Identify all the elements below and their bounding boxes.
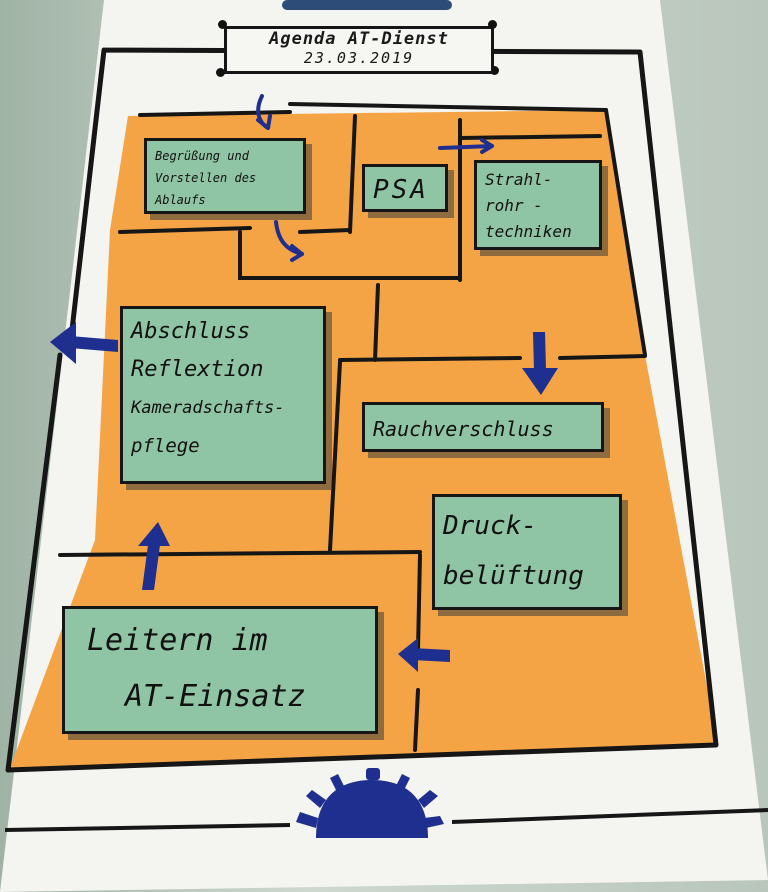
title-corner-dot bbox=[488, 20, 497, 29]
card-line: rohr - bbox=[485, 196, 543, 215]
blue-arrow-icon bbox=[256, 94, 494, 262]
card-line: Vorstellen des bbox=[155, 171, 257, 185]
title-corner-dot bbox=[490, 66, 499, 75]
card-line: techniken bbox=[485, 222, 572, 241]
card-line: Strahl- bbox=[485, 170, 553, 189]
card-line: Druck- bbox=[443, 511, 537, 541]
card-line: belüftung bbox=[443, 561, 584, 591]
title-corner-dot bbox=[218, 20, 227, 29]
card-line: Leitern im bbox=[87, 623, 268, 658]
card-strahlrohr: Strahl- rohr - techniken bbox=[474, 160, 602, 250]
card-begruessung: Begrüßung und Vorstellen des Ablaufs bbox=[144, 138, 306, 214]
title-corner-dot bbox=[216, 68, 225, 77]
blue-light-siren-icon bbox=[296, 768, 444, 838]
card-abschluss: Abschluss Reflextion Kameradschafts- pfl… bbox=[120, 306, 326, 484]
card-line: pflege bbox=[131, 435, 200, 457]
agenda-title-box: Agenda AT-Dienst 23.03.2019 bbox=[224, 26, 494, 74]
card-line: Kameradschafts- bbox=[131, 398, 285, 418]
flipchart-clip bbox=[282, 0, 452, 10]
card-psa: PSA bbox=[362, 164, 448, 212]
card-rauchverschluss: Rauchverschluss bbox=[362, 402, 604, 452]
blue-arrow-icon bbox=[50, 322, 558, 672]
card-line: Rauchverschluss bbox=[373, 417, 554, 441]
interior-walls bbox=[58, 102, 647, 752]
agenda-date: 23.03.2019 bbox=[303, 49, 415, 67]
card-line: PSA bbox=[373, 175, 429, 205]
page-title: Agenda AT-Dienst bbox=[269, 29, 449, 49]
card-line: Ablaufs bbox=[155, 193, 206, 207]
card-leitern: Leitern im AT-Einsatz bbox=[62, 606, 378, 734]
card-line: AT-Einsatz bbox=[125, 679, 306, 714]
bottom-line bbox=[4, 808, 768, 832]
card-line: Begrüßung und bbox=[155, 149, 249, 163]
card-line: Abschluss bbox=[131, 319, 251, 344]
card-line: Reflextion bbox=[131, 357, 264, 382]
card-druckbelueftung: Druck- belüftung bbox=[432, 494, 622, 610]
